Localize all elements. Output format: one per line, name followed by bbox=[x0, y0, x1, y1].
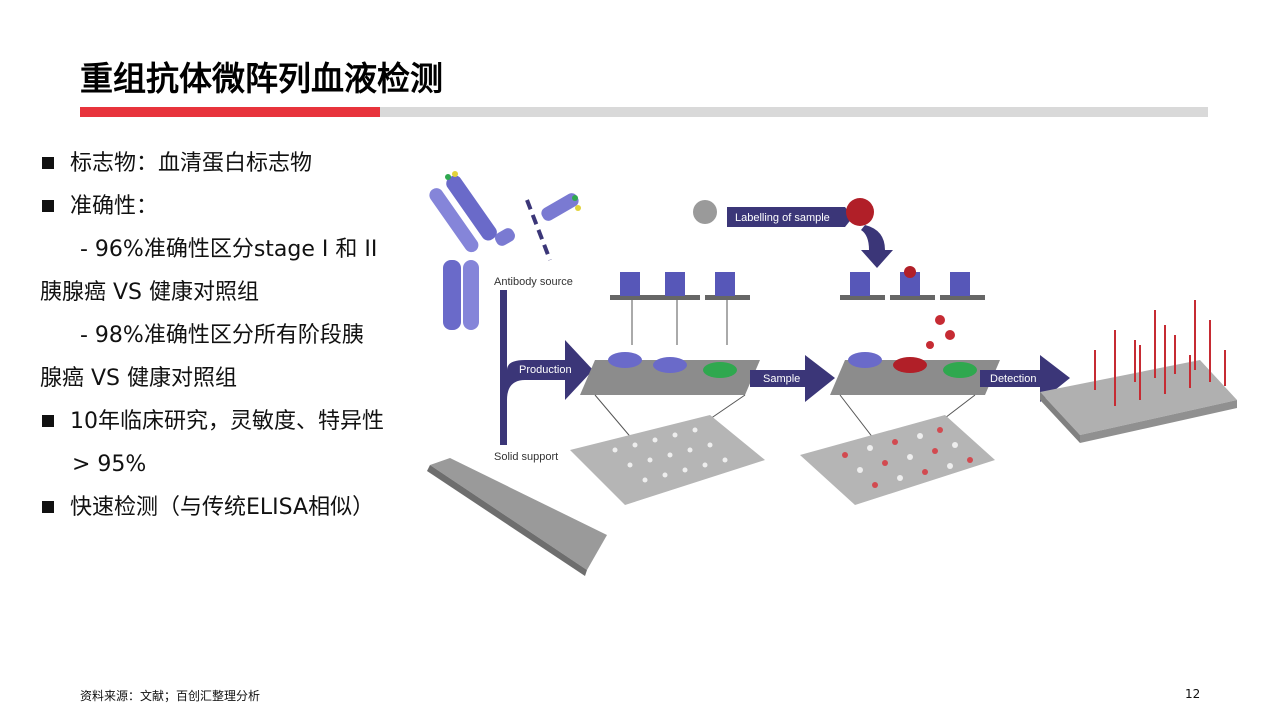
bullet-item: 准确性： bbox=[40, 185, 430, 228]
bullet-text: 快速检测（与传统ELISA相似） bbox=[70, 495, 375, 520]
title-underline-rest bbox=[380, 107, 1208, 117]
bullet-subitem: - 96%准确性区分stage I 和 II bbox=[40, 228, 430, 271]
bullet-text: 10年临床研究，灵敏度、特异性 bbox=[70, 409, 384, 434]
bullet-continuation: 胰腺癌 VS 健康对照组 bbox=[40, 271, 430, 314]
title-underline-accent bbox=[80, 107, 380, 117]
microarray-workflow-diagram: Antibody source Production Solid support bbox=[415, 160, 1255, 580]
source-note: 资料来源：文献；百创汇整理分析 bbox=[80, 689, 261, 703]
labelling-arrow bbox=[727, 207, 853, 227]
bullet-text: 腺癌 VS 健康对照组 bbox=[40, 366, 238, 391]
bullet-square-icon bbox=[42, 415, 54, 427]
title-underline bbox=[80, 107, 1208, 117]
solid-support-label: Solid support bbox=[494, 451, 558, 463]
sample-arrow bbox=[750, 355, 835, 402]
sample-microarray-grid bbox=[800, 415, 995, 505]
bullet-continuation: 腺癌 VS 健康对照组 bbox=[40, 357, 430, 400]
bullet-item: 快速检测（与传统ELISA相似） bbox=[40, 486, 430, 529]
bullet-square-icon bbox=[42, 157, 54, 169]
workflow-svg: Antibody source Production Solid support bbox=[427, 171, 1237, 576]
bullet-item: 10年临床研究，灵敏度、特异性 bbox=[40, 400, 430, 443]
bullet-list: 标志物：血清蛋白标志物 准确性： - 96%准确性区分stage I 和 II … bbox=[40, 142, 430, 529]
production-label: Production bbox=[519, 364, 572, 376]
detection-label: Detection bbox=[990, 373, 1036, 385]
antibody-icon bbox=[429, 171, 581, 330]
labelling-label: Labelling of sample bbox=[735, 212, 830, 224]
bullet-item: 标志物：血清蛋白标志物 bbox=[40, 142, 430, 185]
sample-label: Sample bbox=[763, 373, 800, 385]
antibody-tiles-row bbox=[610, 272, 750, 345]
page-number: 12 bbox=[1185, 687, 1201, 701]
bullet-text: - 96%准确性区分stage I 和 II bbox=[80, 237, 378, 262]
slide-title: 重组抗体微阵列血液检测 bbox=[80, 59, 443, 98]
bullet-text: - 98%准确性区分所有阶段胰 bbox=[80, 323, 364, 348]
bullet-square-icon bbox=[42, 200, 54, 212]
bullet-text: 胰腺癌 VS 健康对照组 bbox=[40, 280, 260, 305]
labelling-down-arrow bbox=[861, 225, 893, 268]
production-flow-arrow bbox=[500, 290, 593, 445]
unlabelled-sample-icon bbox=[693, 200, 717, 224]
bullet-square-icon bbox=[42, 501, 54, 513]
bullet-text: 准确性： bbox=[70, 194, 159, 219]
bullet-text: > 95% bbox=[72, 452, 147, 477]
bullet-continuation: > 95% bbox=[40, 443, 430, 486]
detection-arrow bbox=[980, 355, 1070, 402]
bullet-subitem: - 98%准确性区分所有阶段胰 bbox=[40, 314, 430, 357]
bullet-text: 标志物：血清蛋白标志物 bbox=[70, 151, 313, 176]
glass-slide bbox=[430, 458, 607, 570]
antibody-source-label: Antibody source bbox=[494, 276, 573, 288]
microarray-grid bbox=[570, 415, 765, 505]
detection-result-grid bbox=[1040, 360, 1237, 435]
detection-signal-peaks bbox=[1094, 300, 1226, 406]
labelled-sample-icon bbox=[846, 198, 874, 226]
